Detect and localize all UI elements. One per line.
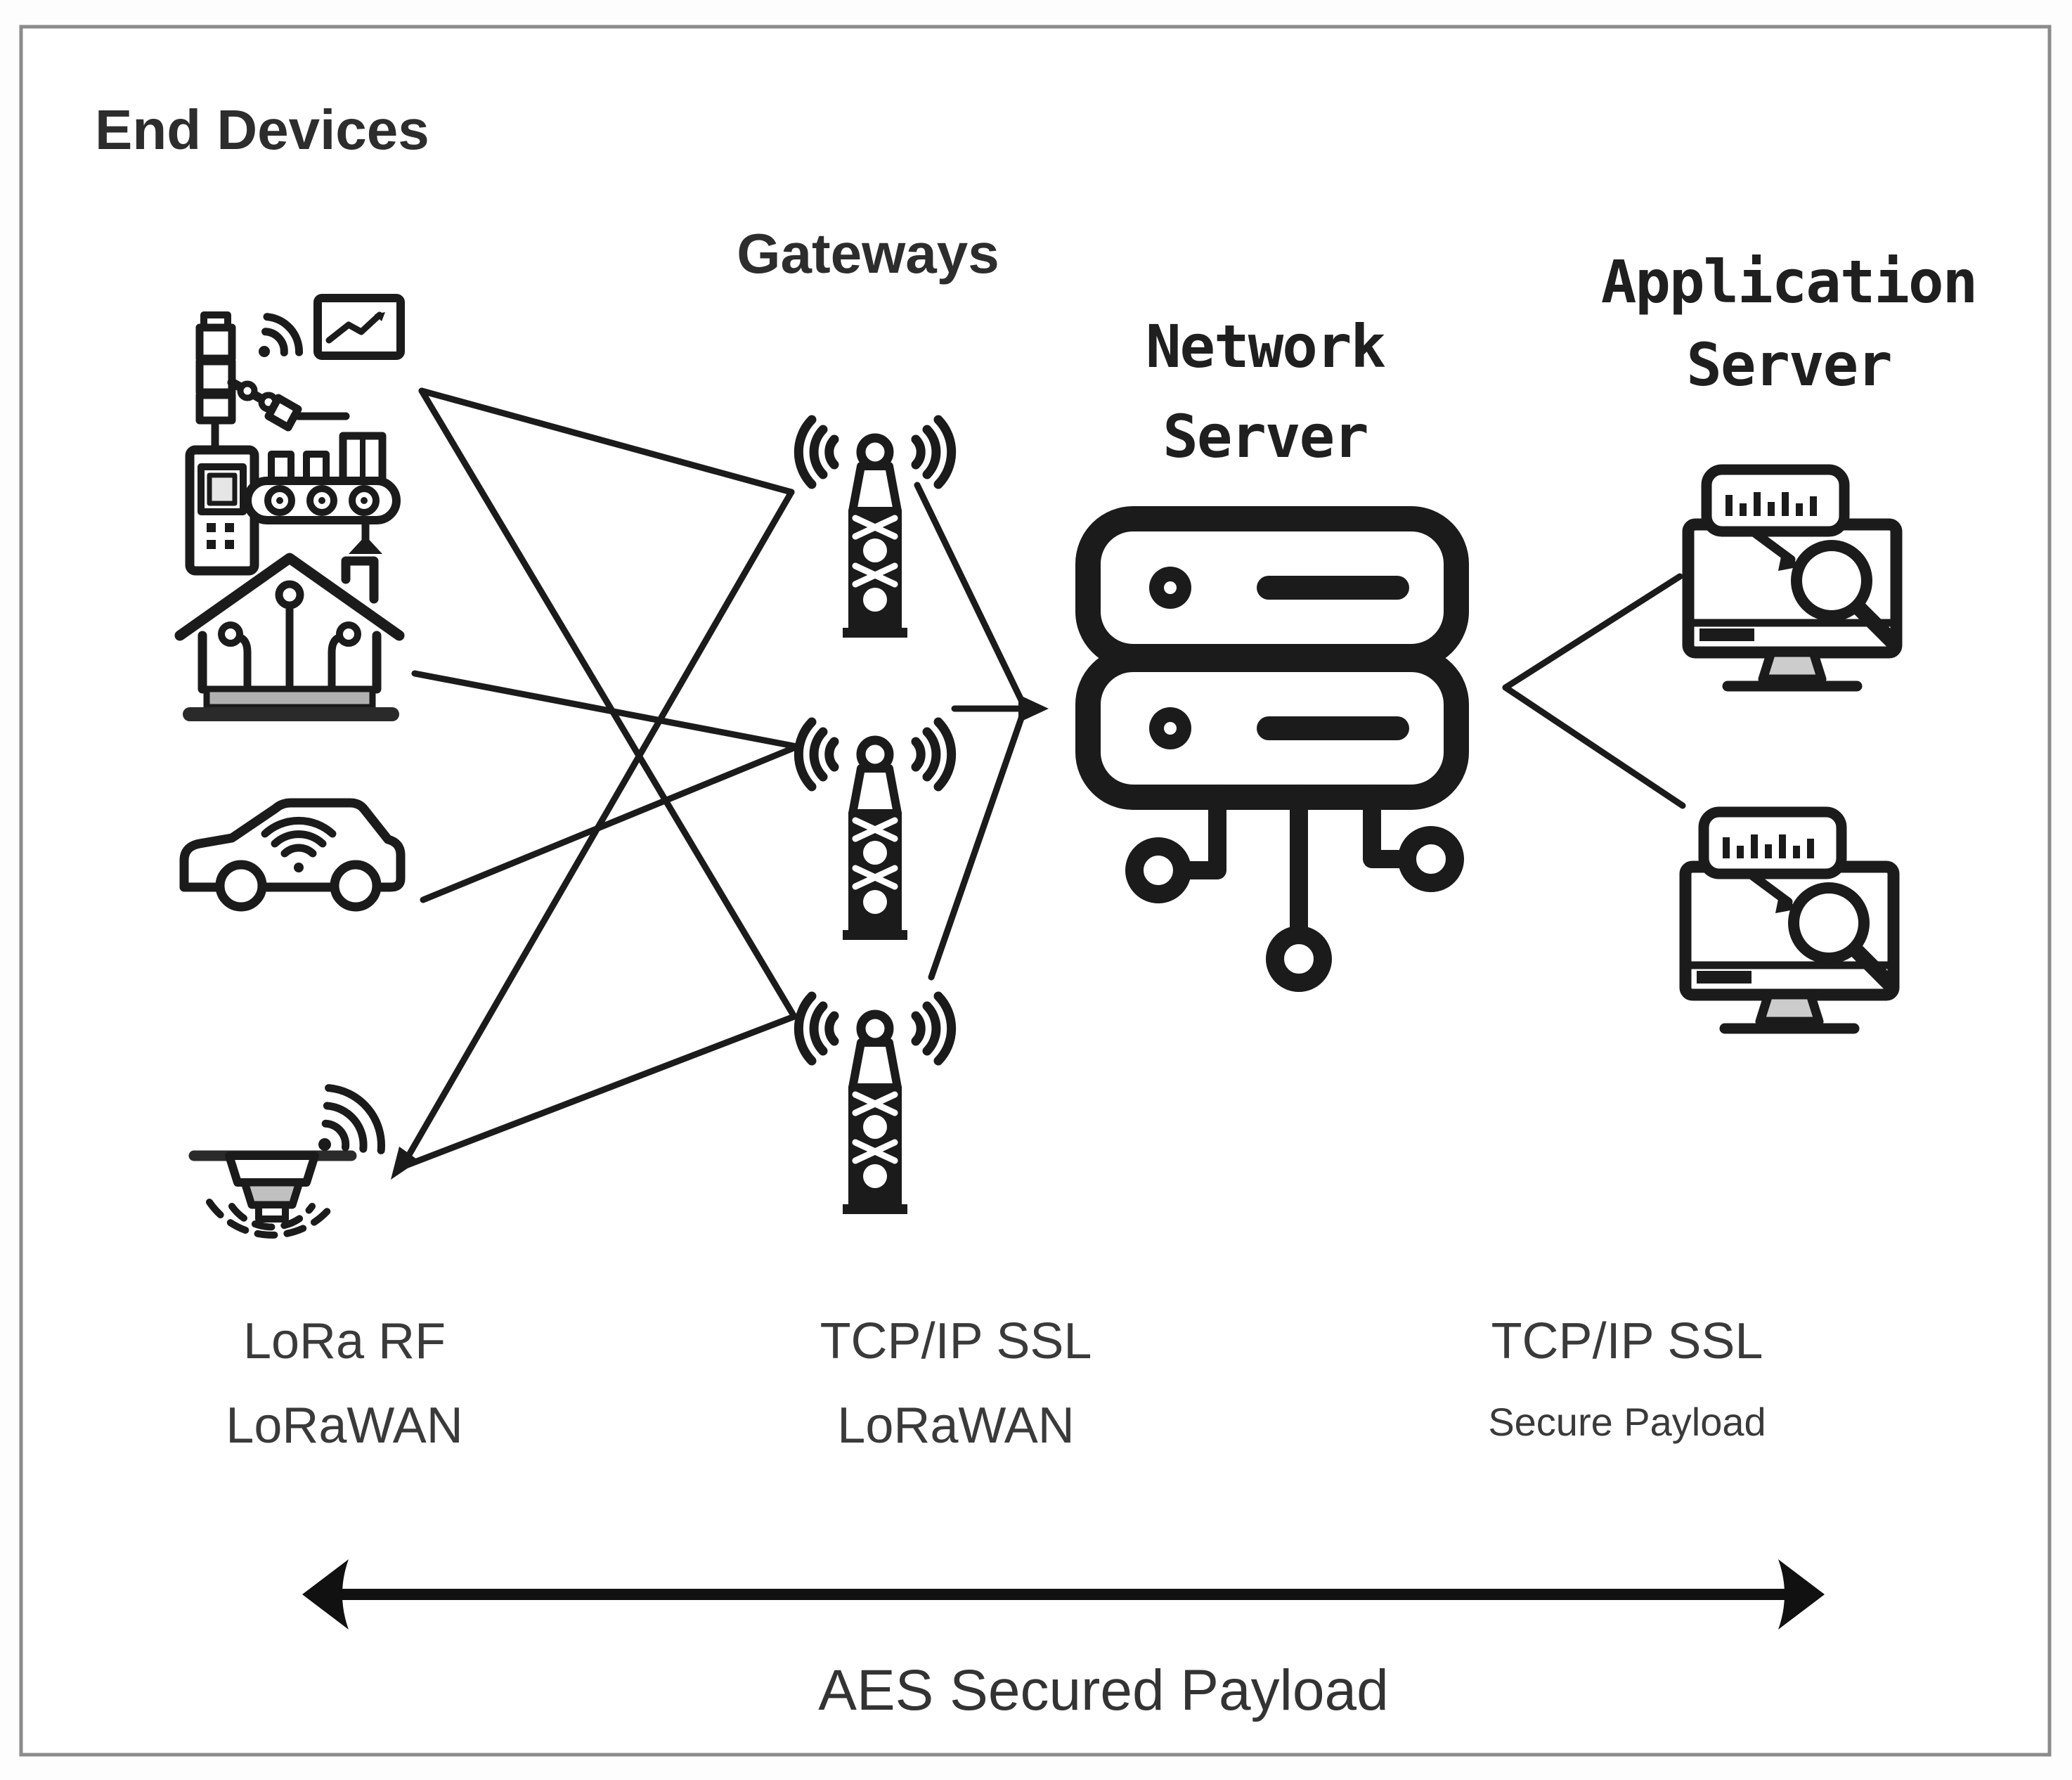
application-server-title-line2: Server <box>1686 330 1891 399</box>
industrial-robot-conveyor-icon <box>185 294 405 576</box>
smart-home-icon <box>174 553 405 721</box>
arrowhead-to-network-server <box>1018 695 1049 723</box>
chart-monitor-icon <box>313 294 405 360</box>
end-devices-protocol-line2: LoRaWAN <box>226 1398 462 1454</box>
radio-tower-icon <box>794 717 957 940</box>
right-arrowhead-icon <box>1778 1559 1825 1630</box>
connected-car-icon <box>179 798 406 912</box>
link-factory-gateway3 <box>418 387 798 1020</box>
gateways-protocol-line1: TCP/IP SSL <box>820 1313 1092 1369</box>
analytics-monitor-icon <box>1682 464 1903 692</box>
link-gateway3-server <box>928 711 1026 981</box>
end-devices-protocol-line1: LoRa RF <box>243 1313 446 1369</box>
smoke-detector-icon <box>188 1084 385 1239</box>
link-house-gateway2 <box>411 670 801 750</box>
analytics-monitor-icon <box>1679 806 1900 1034</box>
gateway-towers <box>794 415 957 1214</box>
gateways-title: Gateways <box>737 222 999 285</box>
arrowhead-to-smoke-detector <box>391 1147 419 1180</box>
server-stack-icon <box>1075 506 1469 992</box>
network-server-title-line1: Network <box>1146 312 1385 381</box>
link-server-appmonitor2 <box>1502 684 1686 809</box>
wifi-signal-icon <box>318 1084 385 1154</box>
application-server-title-line1: Application <box>1601 247 1976 316</box>
radio-tower-icon <box>794 415 957 638</box>
wifi-signal-icon <box>259 313 304 357</box>
application-protocol-line2: Secure Payload <box>1488 1400 1766 1444</box>
aes-secured-payload-arrow: AES Secured Payload <box>302 1559 1825 1722</box>
left-arrowhead-icon <box>302 1559 349 1630</box>
application-protocol-line1: TCP/IP SSL <box>1491 1313 1763 1369</box>
end-devices-title: End Devices <box>95 98 429 161</box>
link-server-appmonitor1 <box>1502 573 1683 691</box>
magnifier-icon <box>1791 540 1872 621</box>
wifi-signal-icon <box>261 816 337 872</box>
network-server-title-line2: Server <box>1163 402 1367 471</box>
link-gateway3-smoke-detector <box>399 1013 798 1170</box>
link-car-gateway2 <box>420 743 801 903</box>
link-gateway1-server <box>914 482 1026 707</box>
aes-arrow-label: AES Secured Payload <box>818 1658 1388 1722</box>
gateways-protocol-line2: LoRaWAN <box>837 1398 1074 1454</box>
radio-tower-icon <box>794 991 957 1214</box>
application-server-monitors <box>1679 464 1903 1034</box>
connection-lines <box>391 387 1686 1180</box>
link-factory-gateway1 <box>418 387 795 496</box>
magnifier-icon <box>1788 882 1870 964</box>
